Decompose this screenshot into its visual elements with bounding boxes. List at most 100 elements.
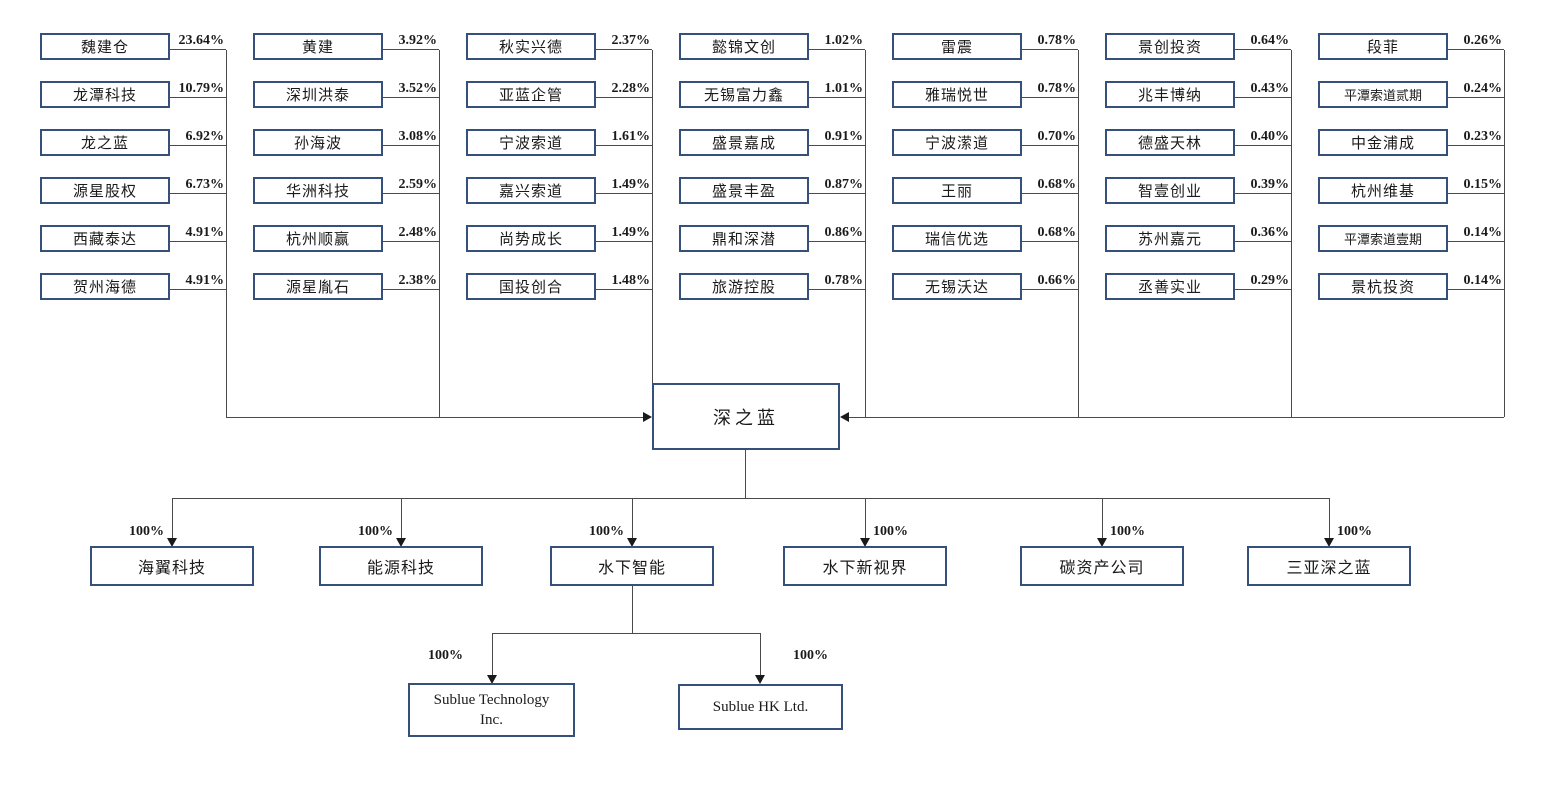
- shareholder-name: 智壹创业: [1137, 184, 1202, 200]
- connector-line: [172, 498, 173, 538]
- shareholder-box: 华洲科技: [253, 177, 383, 204]
- ownership-percent-label: 1.02%: [809, 33, 865, 50]
- subsidiary-name: 水下新视界: [822, 560, 908, 577]
- connector-line: [492, 633, 760, 634]
- shareholder-name: 秋实兴德: [498, 40, 563, 56]
- shareholder-name: 华洲科技: [285, 184, 350, 200]
- shareholder-entry: 源星胤石 2.38%: [253, 273, 439, 300]
- subsidiary-name: 碳资产公司: [1059, 560, 1145, 577]
- ownership-percent-label: 0.87%: [809, 177, 865, 194]
- shareholder-box: 龙之蓝: [40, 129, 170, 156]
- shareholder-name: 懿锦文创: [711, 40, 776, 56]
- shareholder-box: 西藏泰达: [40, 225, 170, 252]
- shareholder-entry: 智壹创业 0.39%: [1105, 177, 1291, 204]
- shareholder-name: 亚蓝企管: [498, 88, 563, 104]
- shareholder-box: 苏州嘉元: [1105, 225, 1235, 252]
- ownership-percent-label: 0.36%: [1235, 225, 1291, 242]
- connector-line: [172, 498, 1330, 499]
- shareholder-name: 深圳洪泰: [285, 88, 350, 104]
- subsidiary-name: 水下智能: [597, 560, 666, 577]
- shareholder-box: 国投创合: [466, 273, 596, 300]
- shareholder-name: 宁波潆道: [924, 136, 989, 152]
- shareholder-name: 杭州维基: [1350, 184, 1415, 200]
- ownership-percent-label: 0.26%: [1448, 33, 1504, 50]
- shareholder-name: 盛景丰盈: [711, 184, 776, 200]
- ownership-percent-label: 0.86%: [809, 225, 865, 242]
- shareholder-entry: 宁波潆道 0.70%: [892, 129, 1078, 156]
- shareholder-box: 旅游控股: [679, 273, 809, 300]
- shareholder-box: 鼎和深潜: [679, 225, 809, 252]
- shareholder-box: 孙海波: [253, 129, 383, 156]
- shareholder-name: 景杭投资: [1350, 280, 1415, 296]
- shareholder-name: 嘉兴索道: [498, 184, 563, 200]
- shareholder-entry: 鼎和深潜 0.86%: [679, 225, 865, 252]
- shareholder-entry: 丞善实业 0.29%: [1105, 273, 1291, 300]
- company-name: 深之蓝: [713, 407, 779, 428]
- shareholder-box: 尚势成长: [466, 225, 596, 252]
- shareholder-box: 丞善实业: [1105, 273, 1235, 300]
- ownership-percent-label: 1.49%: [596, 177, 652, 194]
- shareholder-name: 鼎和深潜: [711, 232, 776, 248]
- shareholder-name: 国投创合: [498, 280, 563, 296]
- arrowhead-down-icon: [396, 538, 406, 547]
- shareholder-box: 雅瑞悦世: [892, 81, 1022, 108]
- ownership-percent-label: 1.61%: [596, 129, 652, 146]
- shareholder-name: 丞善实业: [1137, 280, 1202, 296]
- ownership-percent-label: 2.38%: [383, 273, 439, 290]
- connector-line: [865, 50, 866, 417]
- arrowhead-down-icon: [167, 538, 177, 547]
- shareholder-name: 西藏泰达: [72, 232, 137, 248]
- ownership-percent-label: 0.70%: [1022, 129, 1078, 146]
- subsidiary-name: 三亚深之蓝: [1286, 560, 1372, 577]
- ownership-percent-label: 0.29%: [1235, 273, 1291, 290]
- shareholder-box: 懿锦文创: [679, 33, 809, 60]
- connector-line: [1078, 50, 1079, 417]
- subsidiary-box: 水下新视界: [783, 546, 947, 586]
- arrowhead-down-icon: [627, 538, 637, 547]
- shareholder-name: 源星股权: [72, 184, 137, 200]
- sub-subsidiary-box: Sublue HK Ltd.: [678, 684, 843, 730]
- ownership-percent-label: 100%: [129, 524, 164, 539]
- ownership-percent-label: 100%: [428, 648, 463, 663]
- shareholder-box: 秋实兴德: [466, 33, 596, 60]
- shareholder-box: 景杭投资: [1318, 273, 1448, 300]
- shareholder-name: 源星胤石: [285, 280, 350, 296]
- shareholder-entry: 嘉兴索道 1.49%: [466, 177, 652, 204]
- connector-line: [652, 50, 653, 383]
- ownership-percent-label: 100%: [589, 524, 624, 539]
- connector-line: [745, 450, 746, 498]
- shareholder-entry: 盛景嘉成 0.91%: [679, 129, 865, 156]
- ownership-percent-label: 0.78%: [1022, 33, 1078, 50]
- shareholder-box: 无锡富力鑫: [679, 81, 809, 108]
- shareholder-name: 盛景嘉成: [711, 136, 776, 152]
- connector-line: [1291, 50, 1292, 417]
- ownership-percent-label: 0.39%: [1235, 177, 1291, 194]
- shareholder-name: 孙海波: [293, 136, 342, 152]
- ownership-percent-label: 0.78%: [1022, 81, 1078, 98]
- ownership-percent-label: 0.91%: [809, 129, 865, 146]
- shareholder-box: 嘉兴索道: [466, 177, 596, 204]
- ownership-percent-label: 100%: [358, 524, 393, 539]
- shareholder-box: 盛景丰盈: [679, 177, 809, 204]
- subsidiary-name: 海翼科技: [137, 560, 206, 577]
- shareholder-name: 德盛天林: [1137, 136, 1202, 152]
- shareholder-box: 瑞信优选: [892, 225, 1022, 252]
- connector-line: [1504, 50, 1505, 417]
- arrowhead-left-icon: [840, 412, 849, 422]
- shareholder-name: 旅游控股: [711, 280, 776, 296]
- arrowhead-down-icon: [755, 675, 765, 684]
- subsidiary-name: 能源科技: [366, 560, 435, 577]
- subsidiary-box: 能源科技: [319, 546, 483, 586]
- shareholder-box: 宁波索道: [466, 129, 596, 156]
